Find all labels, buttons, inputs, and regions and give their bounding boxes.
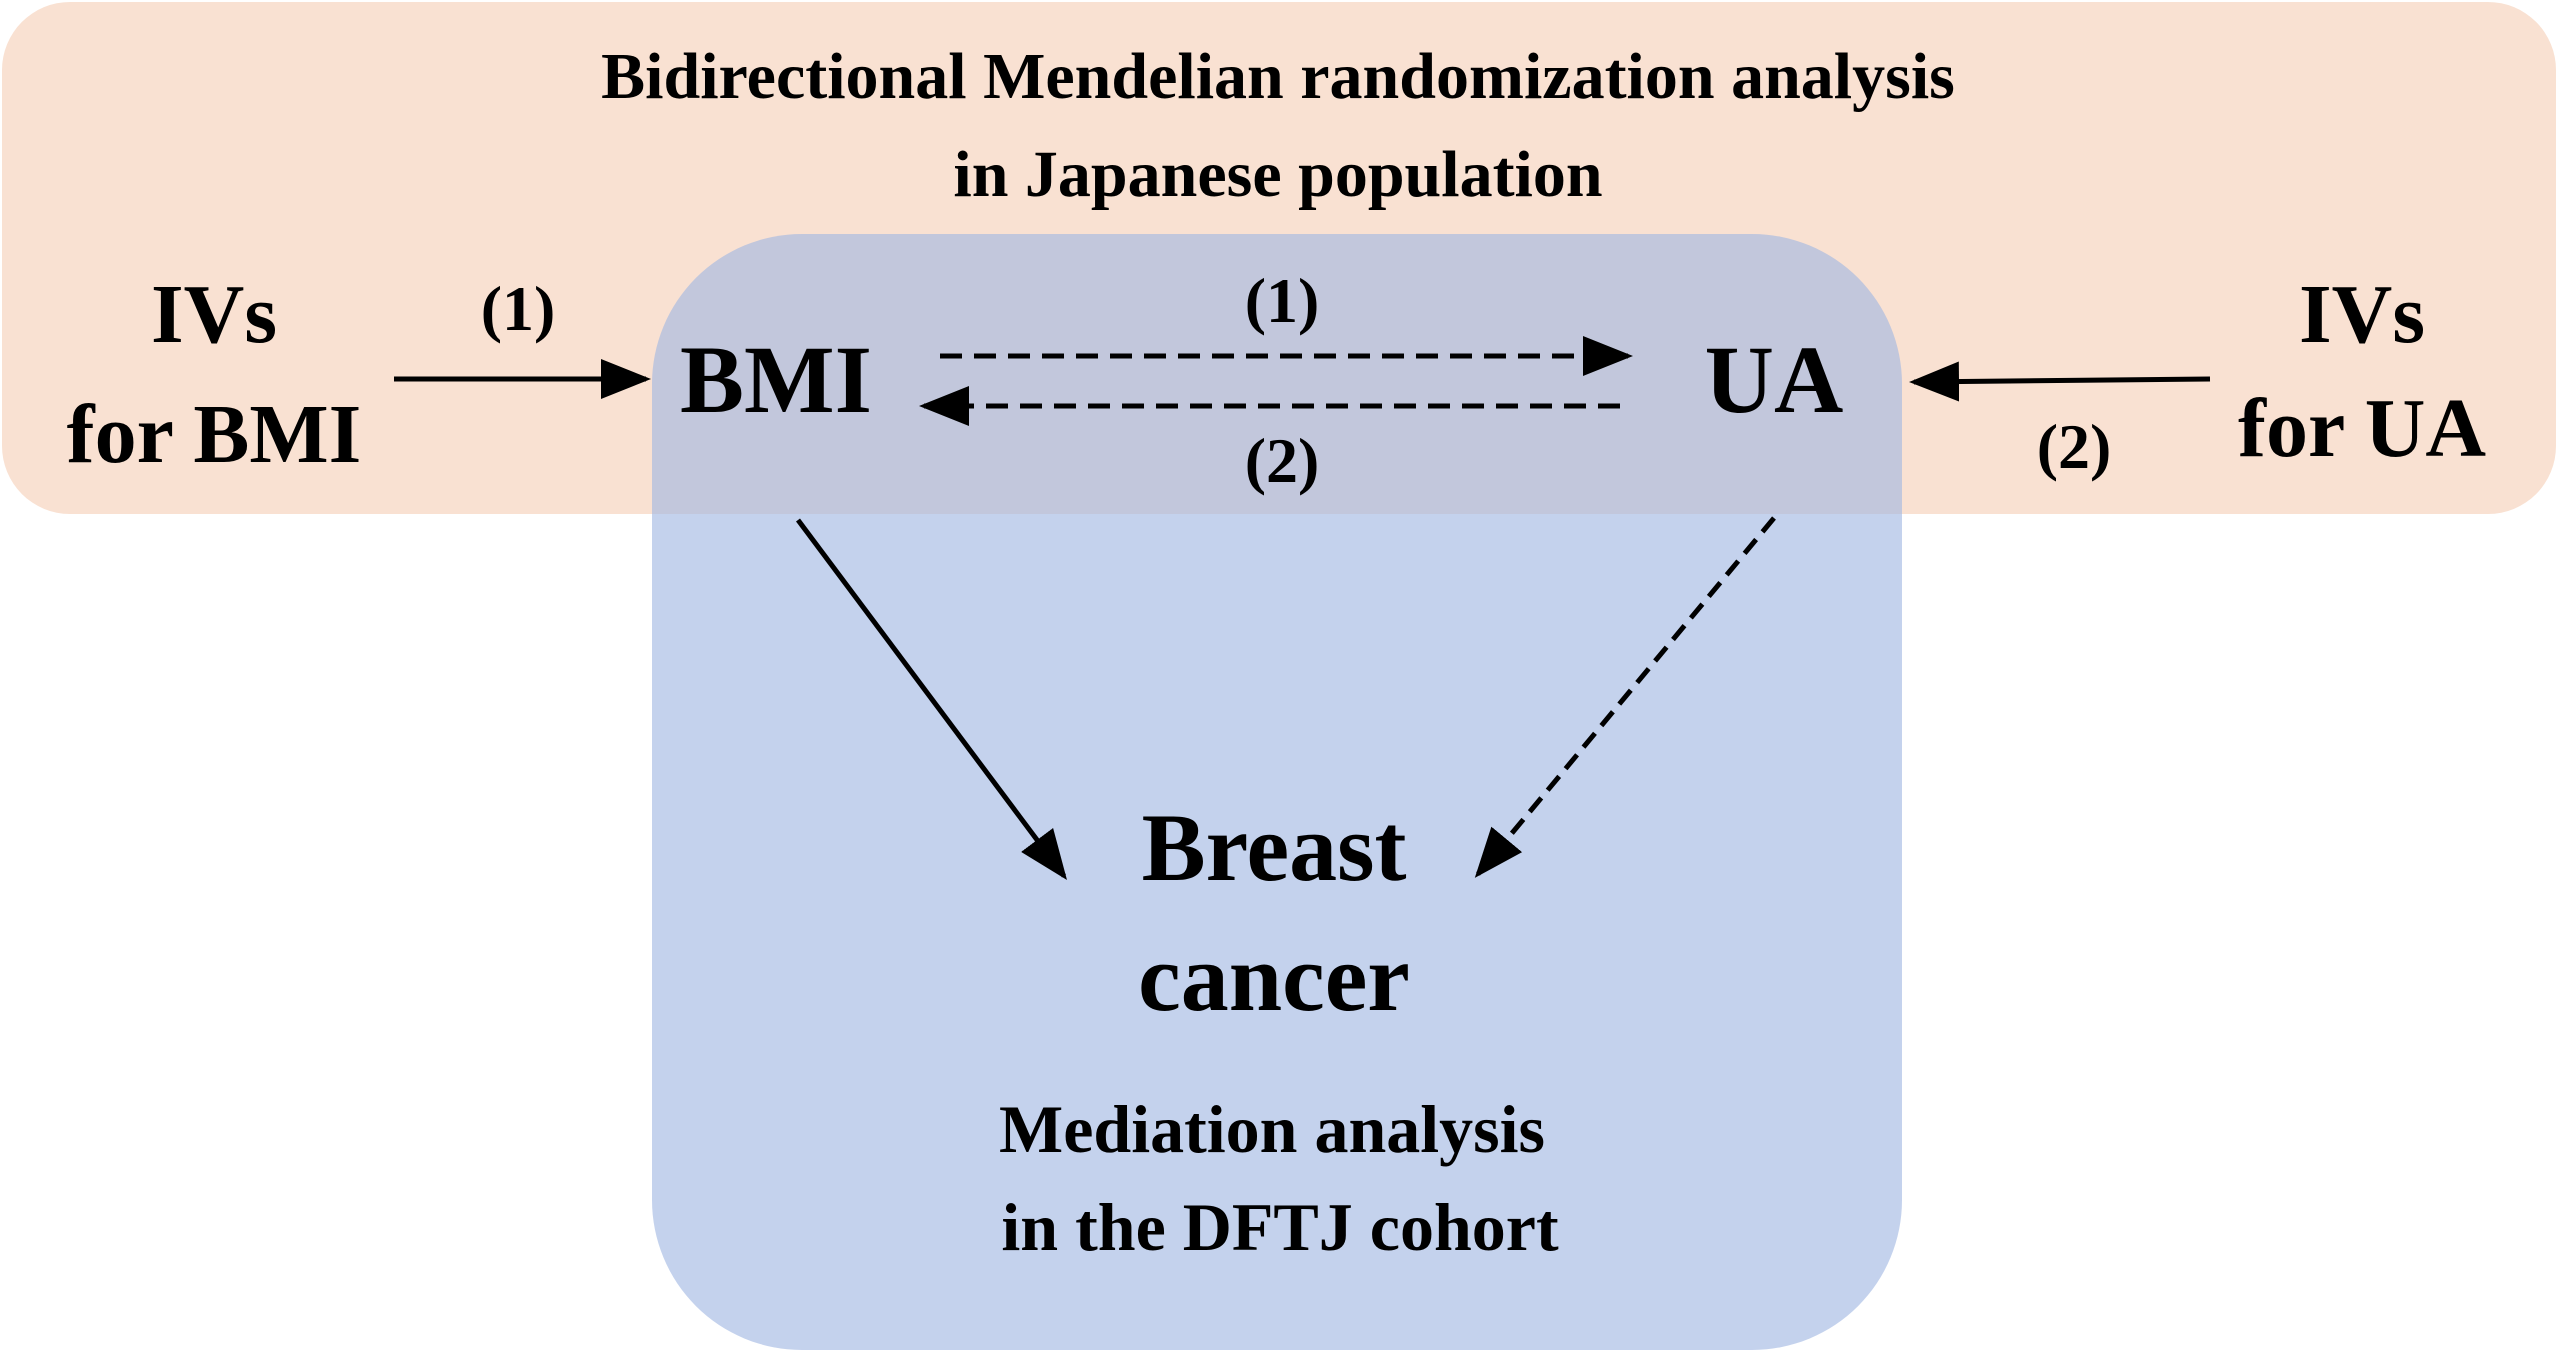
mediation-panel-caption-line1: Mediation analysis [999, 1091, 1545, 1167]
node-ivs-bmi-line2: for BMI [67, 388, 362, 481]
mediation-analysis-panel [652, 234, 1902, 1350]
node-breast-cancer-line1: Breast [1142, 794, 1407, 901]
node-ivs-ua-line1: IVs [2299, 268, 2425, 361]
arrow-ua-to-breast-cancer [1474, 516, 1776, 878]
node-ua: UA [1705, 326, 1844, 433]
mediation-panel-caption-line2: in the DFTJ cohort [1001, 1189, 1559, 1265]
node-ivs-ua-line2: for UA [2238, 382, 2486, 475]
label-ivs-ua-to-ua: (2) [2037, 411, 2112, 482]
arrow-ivs-ua-to-ua [1909, 361, 2211, 402]
mr-panel-title-line1: Bidirectional Mendelian randomization an… [601, 40, 1955, 113]
node-bmi: BMI [680, 326, 872, 433]
node-breast-cancer-line2: cancer [1138, 924, 1410, 1031]
node-ivs-bmi-line1: IVs [151, 268, 277, 361]
label-ua-to-bmi: (2) [1245, 425, 1320, 496]
label-ivs-bmi-to-bmi: (1) [481, 273, 556, 344]
arrow-bmi-to-breast-cancer [795, 518, 1067, 881]
mr-panel-title-line2: in Japanese population [953, 138, 1602, 211]
label-bmi-to-ua: (1) [1245, 265, 1320, 336]
